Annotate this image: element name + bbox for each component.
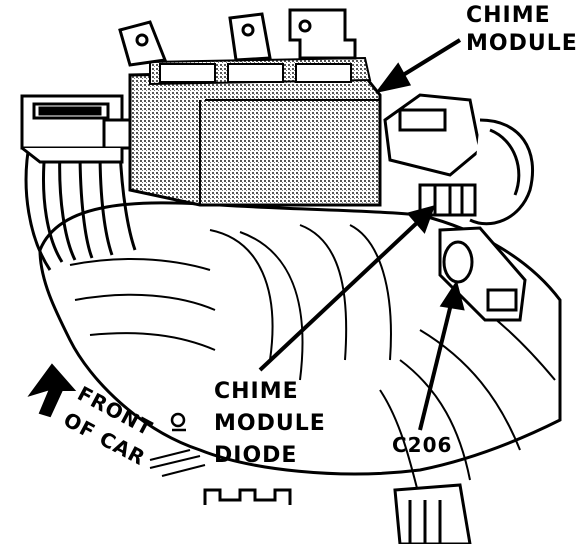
- c206-arrowhead: [439, 280, 465, 311]
- diode-arrowhead: [406, 205, 436, 234]
- chime-module-label-line1: CHIME: [466, 3, 551, 28]
- chime-module-diode-label-line1: CHIME: [214, 379, 299, 404]
- floor-lines: [149, 449, 206, 477]
- bottom-connector: [393, 483, 472, 544]
- harness-clip: [170, 412, 186, 432]
- mounting-brackets: [118, 8, 357, 67]
- diode-symbol: [203, 488, 292, 505]
- left-connector: [20, 94, 136, 164]
- pointer-arrows: [258, 38, 465, 431]
- diode-arrow: [258, 218, 422, 372]
- front-of-car-arrow: [27, 363, 77, 418]
- chime-module-arrowhead: [375, 62, 412, 94]
- chime-module-arrow: [393, 38, 462, 82]
- left-wires: [24, 139, 137, 271]
- chime-module-diode-label-line2: MODULE: [214, 411, 326, 436]
- c206-arrow: [418, 299, 454, 431]
- chime-module-label-line2: MODULE: [466, 31, 576, 56]
- chime-module: [128, 56, 382, 207]
- c206-connector: [438, 226, 527, 322]
- chime-module-diode-label-line3: DIODE: [214, 443, 297, 468]
- right-connector: [383, 93, 535, 226]
- c206-label: C206: [392, 433, 452, 457]
